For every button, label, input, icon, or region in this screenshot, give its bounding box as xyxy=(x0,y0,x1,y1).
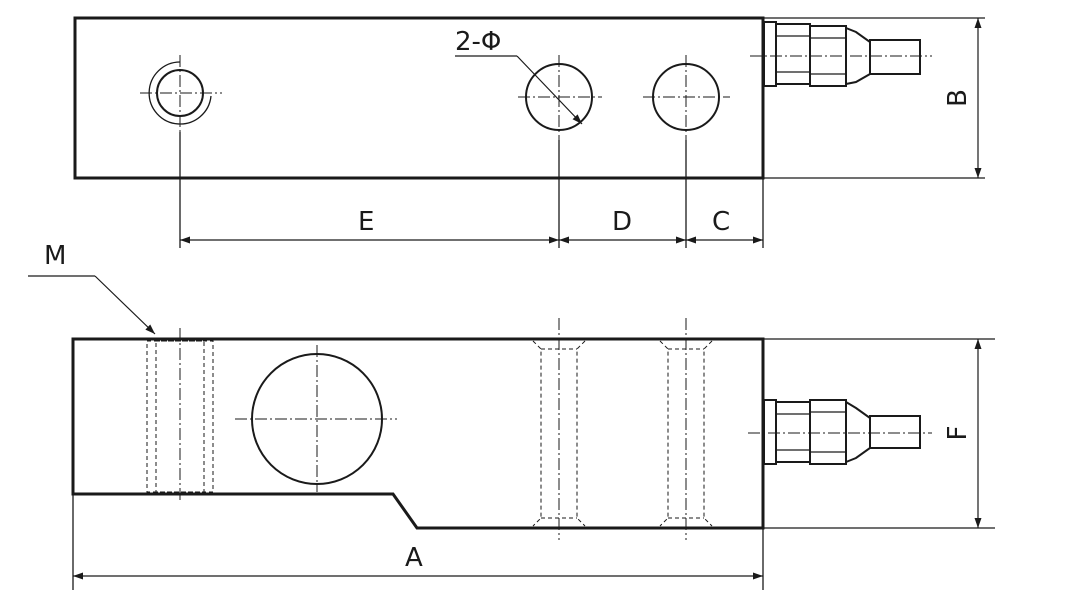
front-view xyxy=(28,275,995,590)
label-dim-a: A xyxy=(405,543,423,573)
label-thread-m: M xyxy=(44,241,66,271)
label-dim-b: B xyxy=(943,89,973,107)
front-load-hole xyxy=(235,345,397,492)
front-view-body xyxy=(71,337,765,530)
front-mounting-hole-1 xyxy=(532,318,586,540)
top-mounting-hole-1 xyxy=(455,55,602,140)
top-mounting-hole-2 xyxy=(643,55,730,140)
top-view xyxy=(73,16,985,248)
label-dim-c: C xyxy=(712,207,730,237)
top-view-body xyxy=(73,16,765,180)
front-mounting-hole-2 xyxy=(659,318,713,540)
front-threaded-hole xyxy=(146,328,214,500)
label-hole-diameter: 2-Φ xyxy=(455,27,501,57)
top-cable-connector xyxy=(750,21,932,87)
top-threaded-hole xyxy=(140,55,222,132)
front-cable-connector xyxy=(748,399,932,465)
label-dim-e: E xyxy=(358,207,374,237)
label-dim-f: F xyxy=(943,426,973,441)
label-dim-d: D xyxy=(612,207,632,237)
